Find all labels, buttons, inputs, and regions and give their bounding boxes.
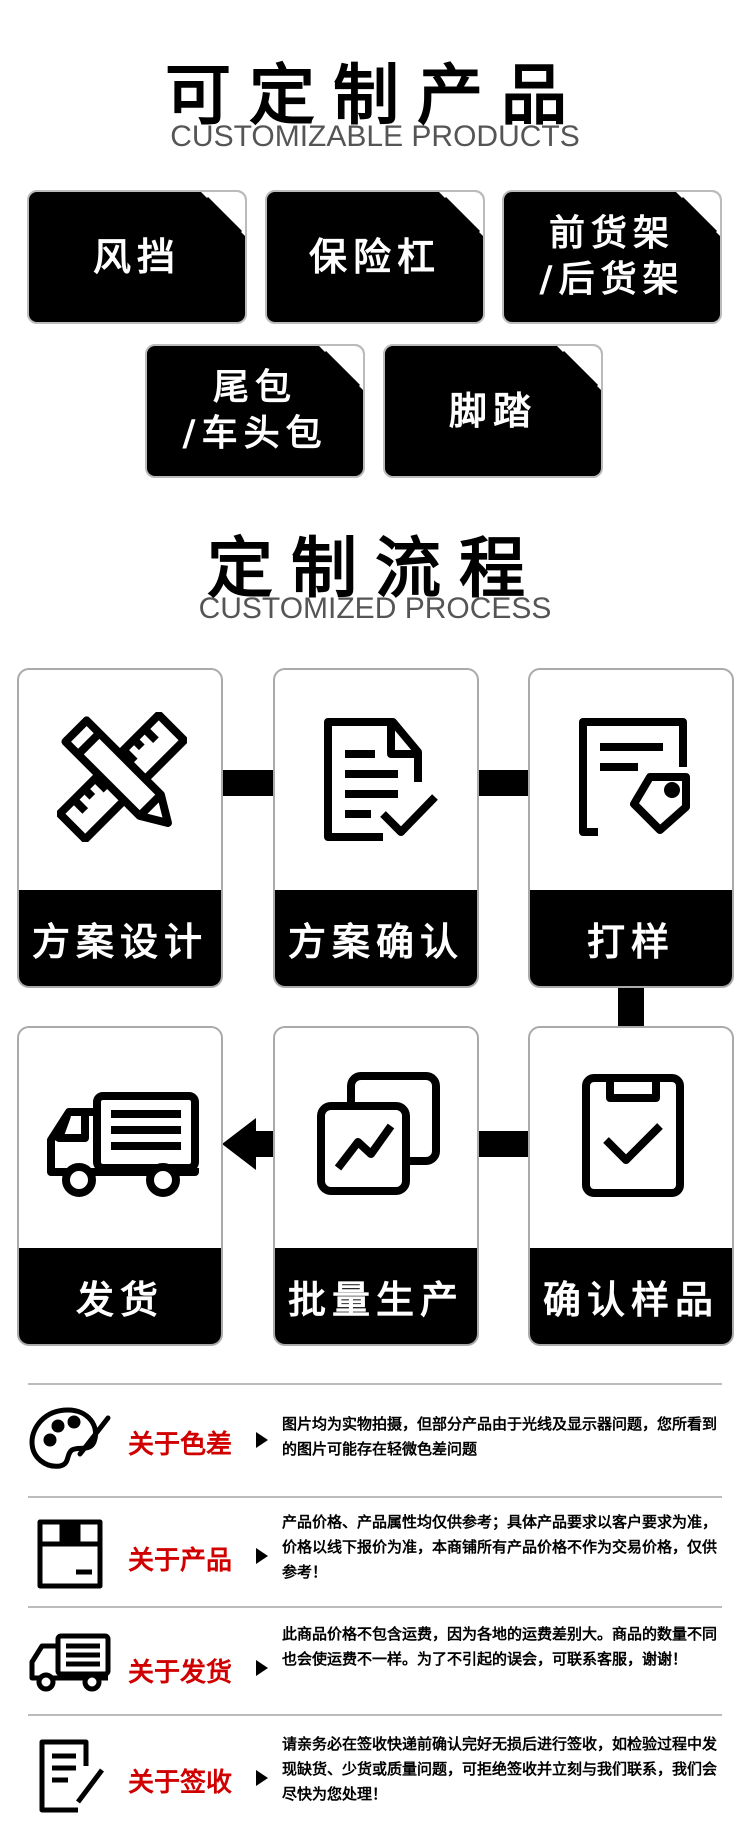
corner-fold-icon bbox=[676, 192, 720, 236]
step-label-band: 批量生产 bbox=[275, 1248, 477, 1344]
divider bbox=[28, 1496, 722, 1498]
section-title-customizable: 可定制产品 bbox=[165, 57, 585, 134]
product-card[interactable]: 前货架 /后货架 bbox=[502, 190, 722, 324]
note-title: 关于签收 bbox=[128, 1768, 233, 1798]
step-label-band: 发货 bbox=[19, 1248, 221, 1344]
note-title: 关于发货 bbox=[128, 1658, 233, 1688]
step-label: 确认样品 bbox=[542, 1277, 719, 1322]
box-icon bbox=[37, 1519, 103, 1589]
step-label: 打样 bbox=[586, 919, 675, 964]
document-check-icon bbox=[324, 718, 438, 841]
palette-icon bbox=[29, 1407, 111, 1469]
process-connector bbox=[478, 770, 530, 796]
note-shipping: 关于发货 此商品价格不包含运费，因为各地的运费差别大。商品的数量不同也会使运费不… bbox=[28, 1612, 722, 1718]
product-card[interactable]: 风挡 bbox=[27, 190, 247, 324]
stacked-chart-icon bbox=[317, 1072, 440, 1195]
arrow-left-icon bbox=[222, 1118, 256, 1170]
step-label-band: 确认样品 bbox=[530, 1248, 732, 1344]
note-title: 关于色差 bbox=[128, 1430, 233, 1460]
step-label-band: 方案设计 bbox=[19, 890, 221, 986]
step-label: 批量生产 bbox=[287, 1277, 464, 1322]
step-label: 发货 bbox=[75, 1277, 164, 1322]
note-product: 关于产品 产品价格、产品属性均仅供参考；具体产品要求以客户要求为准，价格以线下报… bbox=[28, 1500, 722, 1606]
arrow-right-icon bbox=[256, 1660, 268, 1676]
process-step-design: 方案设计 bbox=[17, 668, 223, 988]
clipboard-check-icon bbox=[582, 1074, 684, 1197]
product-card[interactable]: 脚踏 bbox=[383, 344, 603, 478]
product-card[interactable]: 保险杠 bbox=[265, 190, 485, 324]
step-label-band: 方案确认 bbox=[275, 890, 477, 986]
ruler-pencil-icon bbox=[57, 712, 187, 842]
corner-fold-icon bbox=[319, 346, 363, 390]
product-label: 保险杠 bbox=[308, 235, 441, 279]
note-text: 请亲务必在签收快递前确认完好无损后进行签收，如检验过程中发现缺货、少货或质量问题… bbox=[282, 1735, 718, 1803]
truck-icon bbox=[29, 1633, 111, 1692]
process-step-sample: 打样 bbox=[528, 668, 734, 988]
product-label: 风挡 bbox=[92, 235, 181, 279]
note-text: 此商品价格不包含运费，因为各地的运费差别大。商品的数量不同也会使运费不一样。为了… bbox=[282, 1625, 718, 1668]
process-step-delivery: 发货 bbox=[17, 1026, 223, 1346]
product-label: 前货架 /后货架 bbox=[539, 213, 685, 300]
note-title: 关于产品 bbox=[128, 1546, 233, 1576]
divider bbox=[28, 1714, 722, 1716]
arrow-right-icon bbox=[256, 1432, 268, 1448]
note-text: 产品价格、产品属性均仅供参考；具体产品要求以客户要求为准，价格以线下报价为准，本… bbox=[282, 1513, 718, 1581]
divider bbox=[28, 1383, 722, 1385]
note-receipt: 关于签收 请亲务必在签收快递前确认完好无损后进行签收，如检验过程中发现缺货、少货… bbox=[28, 1722, 722, 1828]
product-card[interactable]: 尾包 /车头包 bbox=[145, 344, 365, 478]
process-step-confirm: 方案确认 bbox=[273, 668, 479, 988]
corner-fold-icon bbox=[439, 192, 483, 236]
section-subtitle-process: CUSTOMIZED PROCESS bbox=[198, 592, 552, 625]
process-connector bbox=[222, 770, 274, 796]
document-tag-icon bbox=[579, 718, 690, 836]
step-label-band: 打样 bbox=[530, 890, 732, 986]
corner-fold-icon bbox=[557, 346, 601, 390]
corner-fold-icon bbox=[201, 192, 245, 236]
product-label: 脚踏 bbox=[448, 389, 537, 433]
section-subtitle-customizable: CUSTOMIZABLE PRODUCTS bbox=[170, 120, 580, 153]
section-title-process: 定制流程 bbox=[207, 530, 543, 607]
divider bbox=[28, 1606, 722, 1608]
note-color-difference: 关于色差 图片均为实物拍摄，但部分产品由于光线及显示器问题，您所看到的图片可能存… bbox=[28, 1390, 722, 1496]
product-label: 尾包 /车头包 bbox=[182, 367, 328, 454]
arrow-right-icon bbox=[256, 1548, 268, 1564]
arrow-right-icon bbox=[256, 1770, 268, 1786]
document-pen-icon bbox=[39, 1739, 104, 1813]
note-text: 图片均为实物拍摄，但部分产品由于光线及显示器问题，您所看到的图片可能存在轻微色差… bbox=[282, 1415, 718, 1458]
delivery-truck-icon bbox=[47, 1092, 199, 1197]
step-label: 方案确认 bbox=[287, 919, 464, 964]
process-connector bbox=[478, 1131, 530, 1157]
process-step-confirm-sample: 确认样品 bbox=[528, 1026, 734, 1346]
step-label: 方案设计 bbox=[31, 919, 208, 964]
process-step-production: 批量生产 bbox=[273, 1026, 479, 1346]
process-connector bbox=[618, 980, 644, 1030]
